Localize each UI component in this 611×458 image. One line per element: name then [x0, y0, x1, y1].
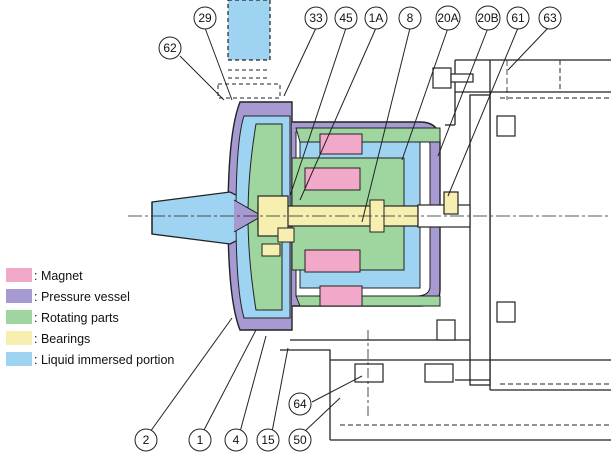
- svg-text:63: 63: [543, 11, 557, 25]
- svg-text:1A: 1A: [369, 11, 384, 25]
- callout-50: 50: [288, 428, 312, 452]
- callout-45: 45: [334, 6, 358, 30]
- legend-swatch-pressure-vessel: [6, 289, 32, 303]
- callout-1: 1: [188, 428, 212, 452]
- svg-text:2: 2: [143, 433, 150, 447]
- svg-text:1: 1: [197, 433, 204, 447]
- svg-text:45: 45: [339, 11, 353, 25]
- svg-text:61: 61: [511, 11, 525, 25]
- callout-1A: 1A: [364, 6, 388, 30]
- legend-swatch-magnet: [6, 268, 32, 282]
- svg-text:20A: 20A: [437, 11, 458, 25]
- svg-text:: Pressure vessel: : Pressure vessel: [34, 290, 130, 304]
- legend-item-pressure-vessel: : Pressure vessel: [6, 289, 130, 304]
- legend: : Magnet : Pressure vessel : Rotating pa…: [6, 268, 174, 367]
- callouts: 29 33 45 1A 8 20A 20B 61: [134, 5, 562, 452]
- callout-62: 62: [158, 36, 182, 60]
- svg-text:15: 15: [261, 433, 275, 447]
- flange-bolts: [354, 67, 516, 383]
- svg-text:62: 62: [163, 41, 177, 55]
- svg-text:: Rotating parts: : Rotating parts: [34, 311, 119, 325]
- outer-drive-magnet: [295, 127, 441, 307]
- legend-item-magnet: : Magnet: [6, 268, 83, 283]
- leader-lines: [149, 27, 549, 433]
- svg-text:33: 33: [309, 11, 323, 25]
- callout-64: 64: [288, 392, 312, 416]
- svg-text:20B: 20B: [477, 11, 498, 25]
- svg-text:: Bearings: : Bearings: [34, 332, 90, 346]
- callout-63: 63: [538, 6, 562, 30]
- svg-text:50: 50: [293, 433, 307, 447]
- legend-swatch-bearings: [6, 331, 32, 345]
- svg-text:8: 8: [407, 11, 414, 25]
- svg-text:4: 4: [233, 433, 240, 447]
- callout-20B: 20B: [475, 5, 501, 31]
- motor-dashed-lines: [340, 60, 611, 426]
- callout-8: 8: [398, 6, 422, 30]
- svg-text:29: 29: [198, 11, 212, 25]
- callout-29: 29: [193, 6, 217, 30]
- svg-text:: Magnet: : Magnet: [34, 269, 83, 283]
- discharge-nozzle: [217, 0, 281, 99]
- svg-text:: Liquid immersed portion: : Liquid immersed portion: [34, 353, 174, 367]
- callout-4: 4: [224, 428, 248, 452]
- callout-20A: 20A: [435, 5, 461, 31]
- legend-swatch-rotating-parts: [6, 310, 32, 324]
- callout-2: 2: [134, 428, 158, 452]
- svg-text:64: 64: [293, 397, 307, 411]
- legend-swatch-liquid-immersed: [6, 352, 32, 366]
- callout-33: 33: [304, 6, 328, 30]
- legend-item-liquid-immersed: : Liquid immersed portion: [6, 352, 174, 367]
- callout-15: 15: [256, 428, 280, 452]
- legend-item-rotating-parts: : Rotating parts: [6, 310, 119, 325]
- legend-item-bearings: : Bearings: [6, 331, 90, 346]
- callout-61: 61: [506, 6, 530, 30]
